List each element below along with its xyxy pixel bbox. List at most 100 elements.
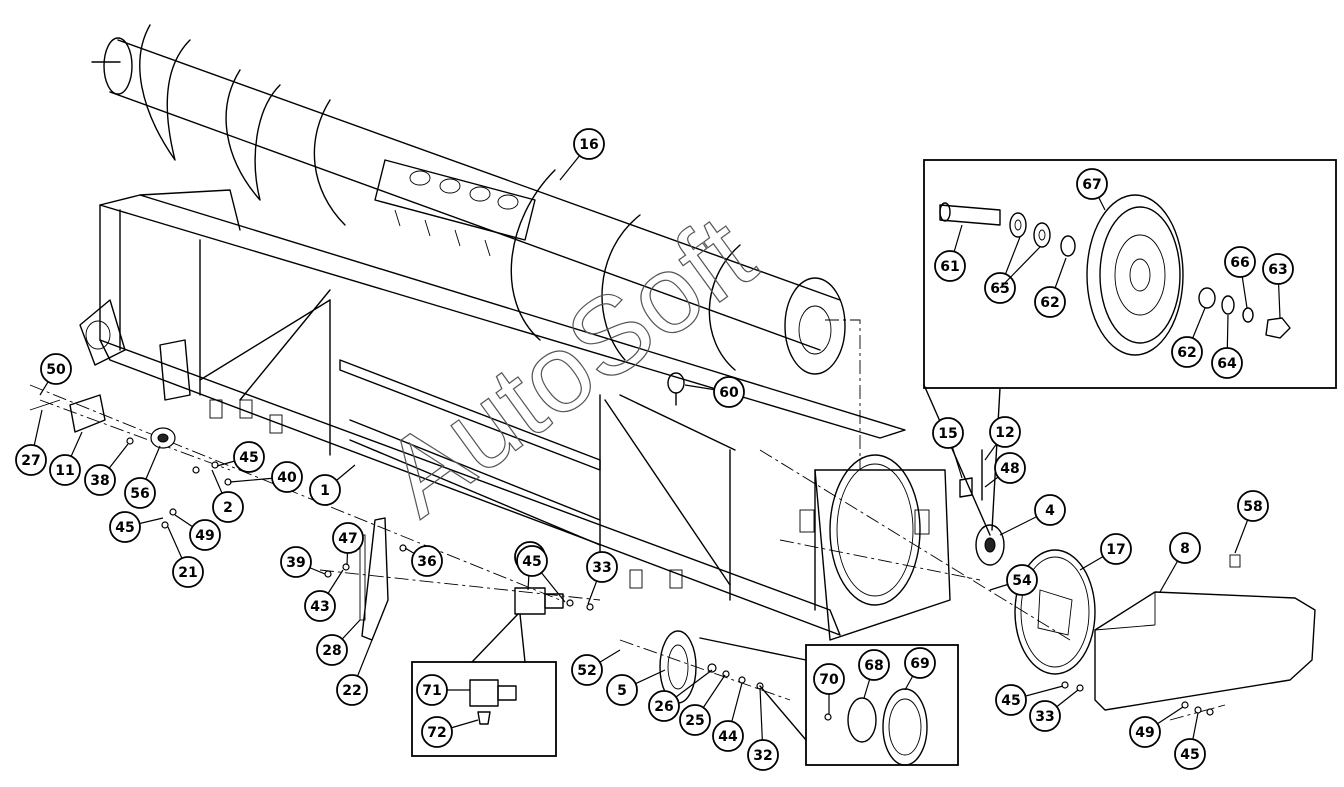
callout-label: 44 [718, 729, 738, 745]
callout-label: 62 [1177, 345, 1196, 361]
callout-bubble [271, 461, 303, 493]
callout-bubble [1100, 533, 1132, 565]
callout-bubble [316, 634, 348, 666]
callout-bubble [1034, 494, 1066, 526]
callout-label: 43 [310, 599, 329, 615]
callout-49: 49 [189, 519, 221, 551]
callout-58: 58 [1237, 490, 1269, 522]
gearbox-13 [514, 587, 594, 615]
callout-33: 33 [586, 551, 618, 583]
callout-label: 45 [1180, 747, 1199, 763]
callout-label: 47 [338, 531, 357, 547]
callout-bubble [15, 444, 47, 476]
callout-2: 2 [212, 491, 244, 523]
callout-bubble [989, 416, 1021, 448]
callout-label: 36 [417, 554, 436, 570]
callout-label: 40 [277, 470, 297, 486]
callout-bubble [994, 452, 1026, 484]
callout-label: 33 [592, 560, 611, 576]
callout-label: 16 [579, 137, 598, 153]
callout-12: 12 [989, 416, 1021, 448]
callout-40: 40 [271, 461, 303, 493]
auger-assembly [91, 24, 846, 375]
callout-45c: 45 [516, 545, 548, 577]
callout-label: 65 [990, 281, 1009, 297]
callout-8: 8 [1169, 532, 1201, 564]
callout-66: 66 [1224, 246, 1256, 278]
callout-label: 49 [1135, 725, 1154, 741]
callout-label: 8 [1180, 541, 1190, 557]
callout-label: 69 [910, 656, 929, 672]
callout-69: 69 [904, 647, 936, 679]
callout-label: 48 [1000, 461, 1019, 477]
callout-54: 54 [1006, 564, 1038, 596]
callout-56: 56 [124, 477, 156, 509]
callout-label: 45 [239, 450, 258, 466]
callout-label: 22 [342, 683, 361, 699]
callout-45d: 45 [995, 684, 1027, 716]
callout-63: 63 [1262, 253, 1294, 285]
callout-label: 50 [46, 362, 66, 378]
auger-inspection-panel [374, 159, 536, 241]
bearing-left [126, 427, 176, 449]
callout-bubble [304, 590, 336, 622]
callout-label: 54 [1012, 573, 1032, 589]
callout-bubble [280, 546, 312, 578]
callout-1: 1 [309, 474, 341, 506]
callout-bubble [932, 417, 964, 449]
callout-label: 38 [90, 473, 109, 489]
callout-label: 33 [1035, 709, 1054, 725]
callout-11: 11 [49, 454, 81, 486]
callout-72: 72 [421, 716, 453, 748]
callout-45: 45 [109, 511, 141, 543]
callout-44: 44 [712, 720, 744, 752]
callout-45e: 45 [1174, 738, 1206, 770]
callout-49b: 49 [1129, 716, 1161, 748]
callout-33b: 33 [1029, 700, 1061, 732]
callout-bubble [309, 474, 341, 506]
callout-label: 61 [940, 259, 959, 275]
callout-bubble [679, 704, 711, 736]
callout-bubble [712, 720, 744, 752]
cover-plate-17 [1014, 549, 1096, 692]
callout-5: 5 [606, 674, 638, 706]
callout-bubble [1006, 564, 1038, 596]
callout-45b: 45 [233, 441, 265, 473]
callout-label: 67 [1082, 177, 1101, 193]
pulley-assembly-detail [923, 159, 1337, 536]
callout-label: 21 [178, 565, 197, 581]
bolts-left [161, 461, 232, 529]
callout-bubble [516, 545, 548, 577]
callout-62b: 62 [1171, 336, 1203, 368]
callout-label: 60 [719, 385, 739, 401]
callout-bubble [1129, 716, 1161, 748]
callout-bubble [1262, 253, 1294, 285]
callout-label: 28 [322, 643, 341, 659]
callout-50: 50 [40, 353, 72, 385]
callout-label: 25 [685, 713, 704, 729]
callout-bubble [713, 376, 745, 408]
callout-bubble [124, 477, 156, 509]
callout-bubble [747, 739, 779, 771]
callout-28: 28 [316, 634, 348, 666]
callout-36: 36 [411, 545, 443, 577]
callout-bubble [421, 716, 453, 748]
callout-bubble [1224, 246, 1256, 278]
callout-bubble [1034, 286, 1066, 318]
callout-bubble [411, 545, 443, 577]
leader-line-65b [999, 246, 1041, 289]
callout-label: 45 [1001, 693, 1020, 709]
callout-70: 70 [813, 663, 845, 695]
callout-label: 63 [1268, 262, 1287, 278]
callout-label: 15 [938, 426, 957, 442]
callout-16: 16 [573, 128, 605, 160]
callout-bubble [586, 551, 618, 583]
callout-label: 52 [577, 663, 596, 679]
callout-62: 62 [1034, 286, 1066, 318]
callout-label: 64 [1217, 356, 1237, 372]
callout-bubble [336, 674, 368, 706]
callout-label: 56 [130, 486, 149, 502]
callout-label: 71 [422, 683, 441, 699]
callout-26: 26 [648, 690, 680, 722]
